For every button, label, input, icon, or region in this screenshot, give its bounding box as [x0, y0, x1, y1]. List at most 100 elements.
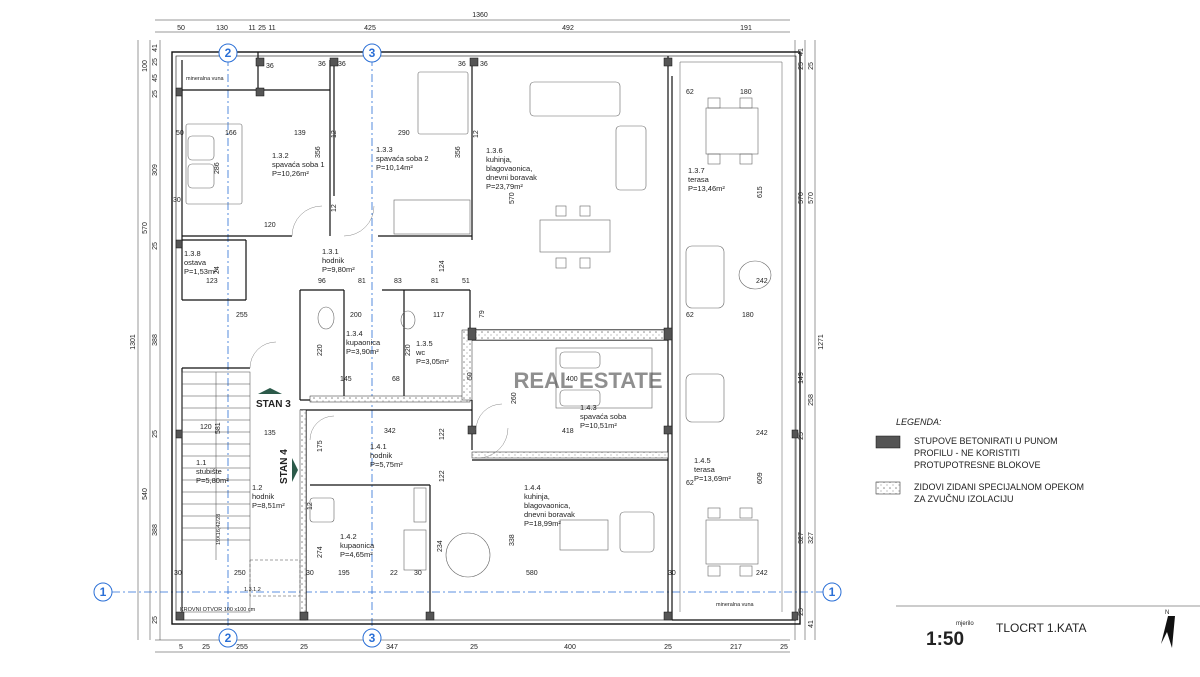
- dim-top-total: 1360: [472, 12, 488, 19]
- dim-bottom: 25: [202, 644, 210, 651]
- misc-annotations: 19X16,42/28 KROVNI OTVOR 100 x100 cm min…: [180, 76, 755, 613]
- dim-interior: 400: [566, 376, 578, 383]
- dim-top: 492: [562, 25, 574, 32]
- dim-interior: 24: [214, 266, 221, 274]
- stair-spec-label: 19X16,42/28: [216, 514, 222, 545]
- dim-left: 570: [142, 222, 149, 234]
- stan-4-label: STAN 4: [279, 449, 290, 484]
- svg-text:2: 2: [225, 631, 232, 645]
- dim-interior: 286: [214, 162, 221, 174]
- stan-4-arrow-icon: [292, 458, 298, 482]
- svg-text:1: 1: [829, 585, 836, 599]
- dim-top: 425: [364, 25, 376, 32]
- dim-top: 11: [268, 25, 275, 32]
- dim-left: 45: [152, 74, 159, 82]
- dim-top: 130: [216, 25, 228, 32]
- dim-interior: 22: [390, 570, 398, 577]
- insulated-walls: [299, 329, 669, 621]
- dim-right: 327: [808, 532, 815, 544]
- axis-1-left-marker: 1: [93, 582, 113, 602]
- dim-right: 570: [808, 192, 815, 204]
- svg-text:2: 2: [225, 46, 232, 60]
- dim-interior: 123: [206, 278, 218, 285]
- dim-interior: 62: [686, 312, 694, 319]
- dim-interior: 117: [433, 312, 444, 319]
- dim-interior: 200: [350, 312, 362, 319]
- dim-interior: 30: [174, 570, 182, 577]
- dim-bottom: 25: [300, 644, 308, 651]
- axis-2-bottom-marker: 2: [218, 628, 238, 648]
- legend-title: LEGENDA:: [896, 417, 942, 427]
- dim-right: 25: [798, 432, 805, 440]
- dim-interior: 242: [756, 570, 768, 577]
- dim-bottom: 5: [179, 644, 183, 651]
- dim-interior: 166: [225, 130, 237, 137]
- dim-interior: 609: [757, 472, 764, 484]
- concrete-columns: [175, 57, 799, 621]
- dim-interior: 580: [526, 570, 538, 577]
- dim-interior: 36: [480, 61, 488, 68]
- dimension-numbers: 1360 50 130 11 25 11 425 492 191 5 25 25…: [130, 12, 825, 651]
- axis-3-top-marker: 3: [362, 43, 382, 63]
- scale-value: 1:50: [926, 629, 964, 650]
- dim-top: 25: [258, 25, 266, 32]
- dim-left: 540: [142, 488, 149, 500]
- dim-interior: 83: [394, 278, 402, 285]
- roof-opening-label: KROVNI OTVOR 100 x100 cm: [180, 607, 256, 613]
- title-block: mjerilo 1:50 TLOCRT 1.KATA N: [896, 605, 1200, 650]
- dim-interior: 96: [318, 278, 326, 285]
- mineral-wool-bottom-label: mineralna vuna: [716, 602, 755, 608]
- axis-3-bottom-marker: 3: [362, 628, 382, 648]
- dim-interior: 615: [757, 186, 764, 198]
- dim-interior: 338: [509, 534, 516, 546]
- dim-interior: 62: [686, 89, 694, 96]
- dim-top: 191: [740, 25, 752, 32]
- dim-interior: 120: [200, 424, 212, 431]
- dim-left: 25: [152, 430, 159, 438]
- stan-3-arrow-icon: [258, 388, 282, 394]
- apartment-markers: STAN 3 STAN 4: [256, 388, 298, 484]
- dim-interior: 30: [306, 570, 314, 577]
- plan-title: TLOCRT 1.KATA: [996, 621, 1086, 635]
- dim-interior: 356: [315, 146, 322, 158]
- dim-interior: 62: [686, 480, 694, 487]
- dim-interior: 180: [742, 312, 754, 319]
- furniture: [185, 71, 772, 578]
- concrete-column-swatch: [875, 435, 901, 449]
- doors: [249, 205, 509, 459]
- dim-right: 41: [798, 48, 805, 56]
- watermark-text: REAL ESTATE: [513, 368, 662, 393]
- stair-number-label: 1.3.1.2: [244, 587, 261, 593]
- dim-left: 41: [152, 44, 159, 52]
- dim-interior: 418: [562, 428, 574, 435]
- dim-interior: 220: [405, 344, 412, 356]
- dim-interior: 30: [414, 570, 422, 577]
- dim-interior: 234: [437, 540, 444, 552]
- dim-interior: 50: [467, 372, 474, 380]
- dim-interior: 250: [234, 570, 246, 577]
- dim-interior: 36: [266, 63, 274, 70]
- dim-bottom: 25: [664, 644, 672, 651]
- scale-caption: mjerilo: [956, 621, 974, 627]
- dim-interior: 260: [511, 392, 518, 404]
- dim-interior: 274: [317, 546, 324, 558]
- north-arrow-icon: [1161, 616, 1175, 648]
- dim-interior: 36: [458, 61, 466, 68]
- dim-interior: 12: [331, 204, 338, 212]
- svg-text:3: 3: [369, 46, 376, 60]
- dim-interior: 50: [176, 130, 184, 137]
- dim-interior: 120: [264, 222, 276, 229]
- staircase: [181, 371, 301, 613]
- dim-left: 388: [152, 334, 159, 346]
- dim-right: 41: [808, 620, 815, 628]
